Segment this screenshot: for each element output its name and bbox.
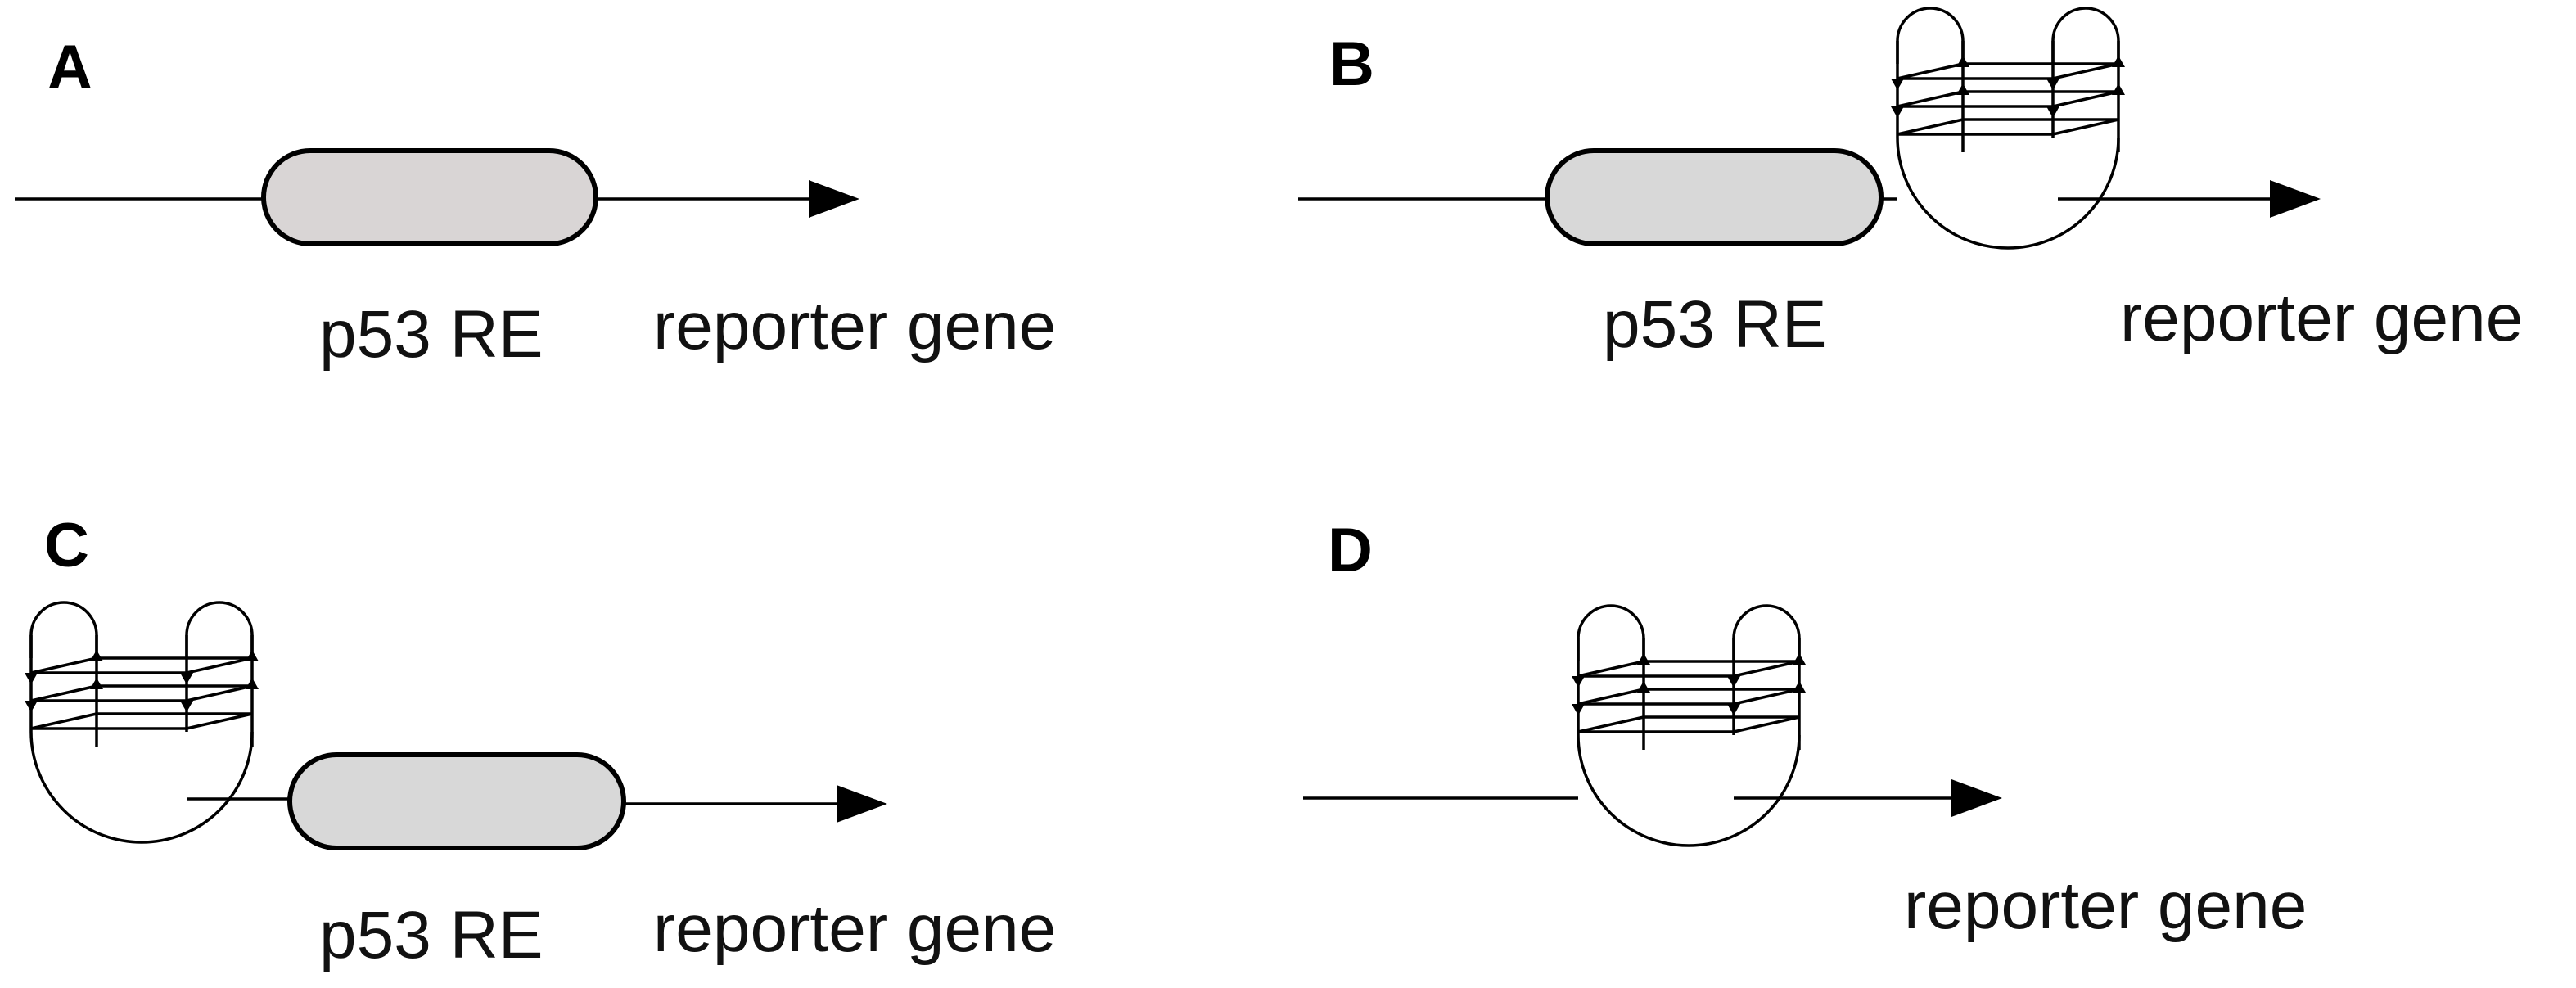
panel-c-reporter-gene-label: reporter gene <box>653 891 1056 966</box>
panel-c-p53-re-element <box>287 752 626 850</box>
panel-b-reporter-gene-label: reporter gene <box>2120 281 2523 355</box>
panel-a-arrow-icon <box>809 180 859 218</box>
panel-c-arrow-icon <box>837 785 887 823</box>
panel-b-g-quadruplex-icon <box>1889 7 2127 250</box>
panel-a-letter: A <box>47 33 92 102</box>
panel-b-p53-re-label: p53 RE <box>1603 287 1827 362</box>
panel-d: D reporter gene <box>1303 516 2307 943</box>
panel-c-letter: C <box>44 511 89 580</box>
panel-a: A p53 RE reporter gene <box>15 33 1056 372</box>
panel-a-p53-re-label: p53 RE <box>319 297 544 372</box>
panel-d-reporter-gene-label: reporter gene <box>1904 868 2307 943</box>
panel-b-arrow-icon <box>2270 180 2321 218</box>
panel-d-g-quadruplex-icon <box>1570 604 1807 847</box>
panel-b-letter: B <box>1329 29 1374 99</box>
panel-c-g-quadruplex-icon <box>23 601 260 844</box>
panel-c-p53-re-label: p53 RE <box>319 898 544 972</box>
panel-b-p53-re-element <box>1545 148 1884 246</box>
panel-d-arrow-icon <box>1951 779 2002 817</box>
panel-a-reporter-gene-label: reporter gene <box>653 289 1056 363</box>
panel-d-letter: D <box>1328 516 1373 585</box>
panel-a-p53-re-element <box>261 148 598 246</box>
panel-c: C p53 RE reporter gene <box>23 511 1056 972</box>
panel-b: B p53 RE reporter gene <box>1298 7 2523 362</box>
